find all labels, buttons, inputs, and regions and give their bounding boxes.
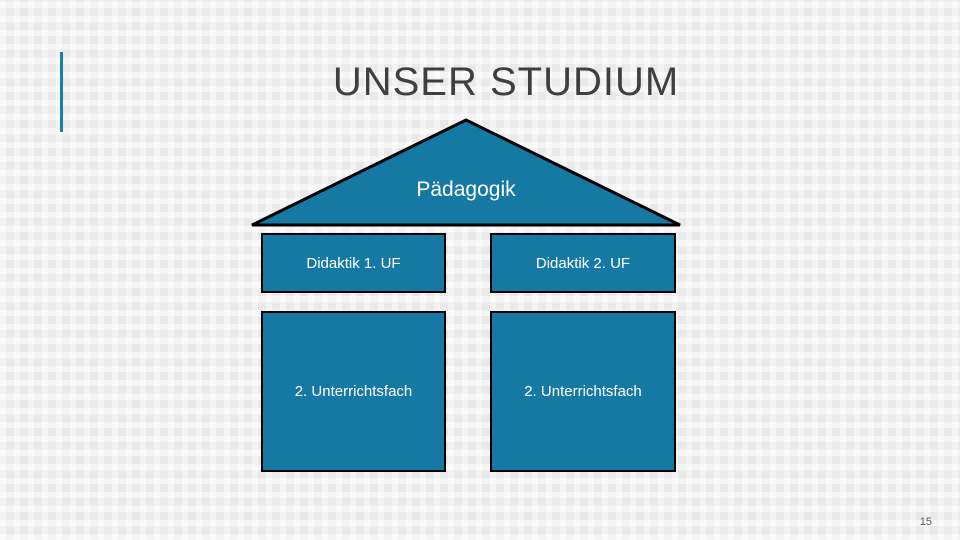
title-accent-bar bbox=[60, 52, 63, 132]
diagram-box-label: Didaktik 2. UF bbox=[535, 254, 631, 272]
roof-triangle bbox=[250, 118, 682, 228]
diagram-box-unterrichtsfach-1: 2. Unterrichtsfach bbox=[261, 311, 446, 472]
diagram-box-didaktik-1: Didaktik 1. UF bbox=[261, 233, 446, 293]
diagram-box-label: Didaktik 1. UF bbox=[306, 254, 401, 272]
diagram-box-didaktik-2: Didaktik 2. UF bbox=[490, 233, 676, 293]
page-title: UNSER STUDIUM bbox=[332, 60, 680, 104]
page-number: 15 bbox=[919, 516, 932, 528]
diagram-box-label: 2. Unterrichtsfach bbox=[524, 383, 642, 400]
roof-label: Pädagogik bbox=[416, 178, 516, 201]
diagram-box-unterrichtsfach-2: 2. Unterrichtsfach bbox=[490, 311, 676, 472]
diagram-box-label: 2. Unterrichtsfach bbox=[294, 383, 413, 400]
